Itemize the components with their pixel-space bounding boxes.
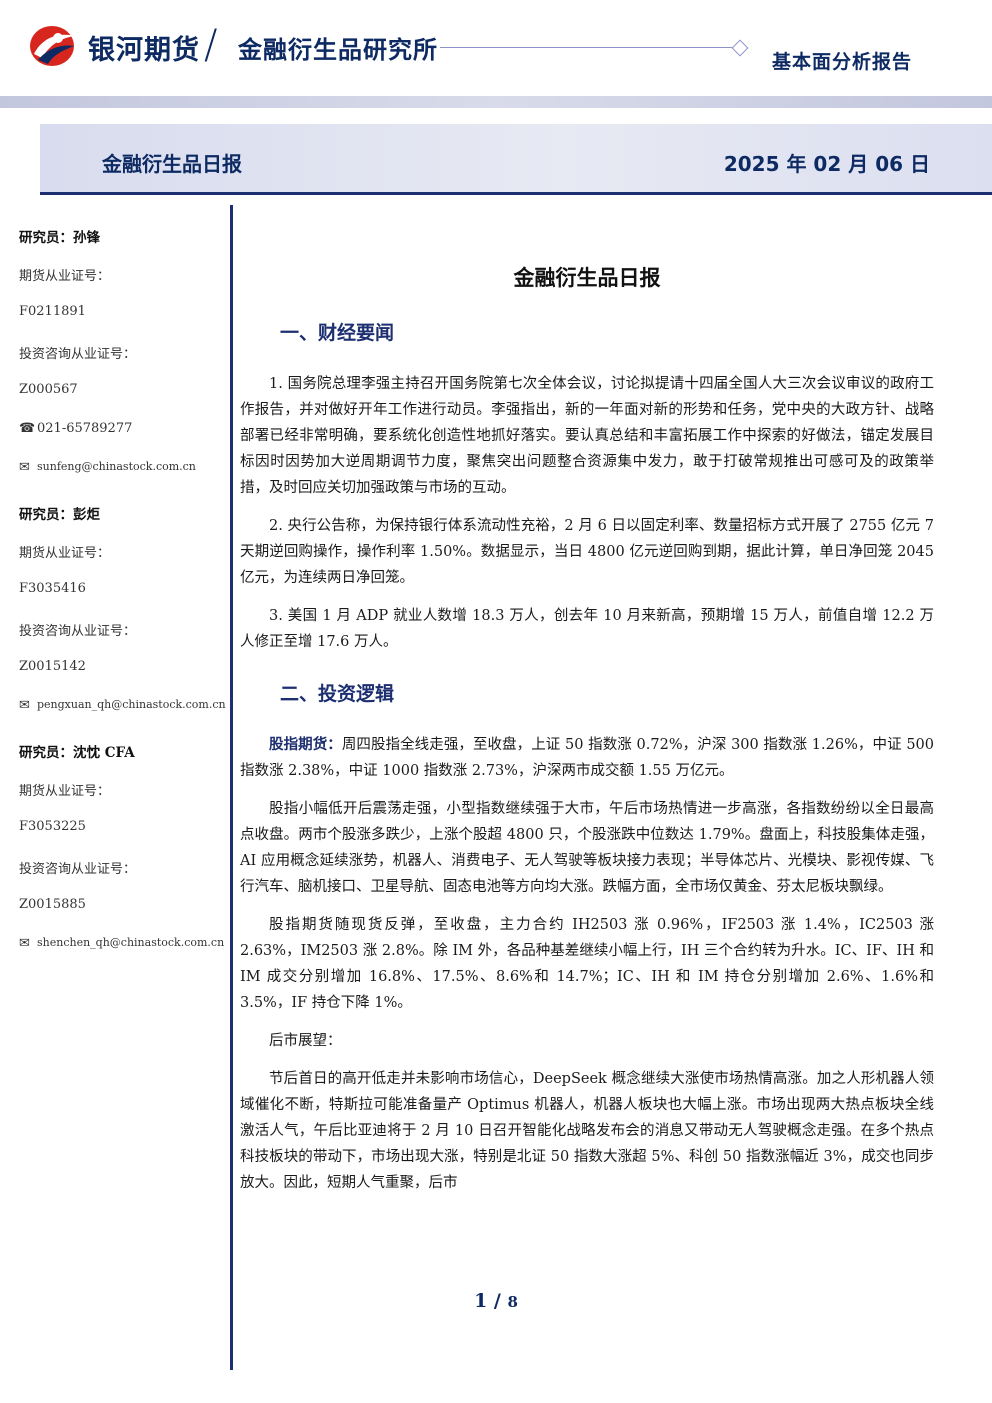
logic-paragraph: 股指小幅低开后震荡走强，小型指数继续强于大市，午后市场热情进一步高涨，各指数纷纷…	[240, 801, 934, 895]
analyst-name: 研究员：沈忱 CFA	[19, 745, 135, 761]
section-heading-logic: 二、投资逻辑	[280, 683, 395, 705]
banner-title: 金融衍生品日报	[102, 152, 242, 176]
email-icon: ✉	[19, 936, 30, 951]
report-type: 基本面分析报告	[772, 51, 913, 73]
analyst-email[interactable]: pengxuan_qh@chinastock.com.cn	[37, 698, 226, 711]
news-paragraph: 1. 国务院总理李强主持召开国务院第七次全体会议，讨论拟提请十四届全国人大三次会…	[240, 376, 934, 496]
consult-license-id: Z0015885	[19, 897, 86, 912]
analyst-sidebar: 研究员：孙锋 期货从业证号： F0211891 投资咨询从业证号： Z00056…	[19, 226, 227, 979]
analyst-name: 研究员：彭炬	[19, 507, 100, 523]
brand-name: 银河期货	[88, 35, 200, 66]
page-separator: /	[487, 1290, 508, 1312]
news-paragraph: 2. 央行公告称，为保持银行体系流动性充裕，2 月 6 日以固定利率、数量招标方…	[240, 518, 934, 586]
phone-icon: ☎	[19, 421, 36, 436]
page-number: 1 / 8	[0, 1290, 992, 1312]
current-page: 1	[474, 1290, 488, 1312]
report-date: 2025 年 02 月 06 日	[723, 152, 930, 176]
consult-license-id: Z0015142	[19, 659, 86, 674]
consult-license-label: 投资咨询从业证号：	[19, 624, 137, 639]
futures-license-id: F0211891	[19, 304, 86, 319]
analyst-phone: 021-65789277	[37, 421, 133, 436]
futures-license-label: 期货从业证号：	[19, 784, 111, 799]
futures-license-id: F3035416	[19, 581, 86, 596]
analyst-name: 研究员：孙锋	[19, 230, 100, 246]
analyst-email[interactable]: shenchen_qh@chinastock.com.cn	[37, 936, 225, 949]
outlook-heading: 后市展望：	[269, 1033, 342, 1049]
logic-label: 股指期货：	[269, 736, 342, 753]
analyst-card: 研究员：沈忱 CFA 期货从业证号： F3053225 投资咨询从业证号： Z0…	[19, 741, 227, 975]
page-header: 银河期货 / 金融衍生品研究所 基本面分析报告	[0, 0, 992, 100]
analyst-card: 研究员：孙锋 期货从业证号： F0211891 投资咨询从业证号： Z00056…	[19, 226, 227, 499]
consult-license-label: 投资咨询从业证号：	[19, 347, 137, 362]
analyst-card: 研究员：彭炬 期货从业证号： F3035416 投资咨询从业证号： Z00151…	[19, 503, 227, 737]
consult-license-id: Z000567	[19, 382, 78, 397]
email-icon: ✉	[19, 460, 30, 475]
report-banner: 金融衍生品日报 2025 年 02 月 06 日	[40, 124, 992, 195]
main-content: 金融衍生品日报 一、财经要闻 1. 国务院总理李强主持召开国务院第七次全体会议，…	[240, 262, 934, 1196]
futures-license-id: F3053225	[19, 819, 86, 834]
email-icon: ✉	[19, 698, 30, 713]
logic-paragraph: 股指期货：周四股指全线走强，至收盘，上证 50 指数涨 0.72%，沪深 300…	[240, 732, 934, 784]
futures-license-label: 期货从业证号：	[19, 546, 111, 561]
header-divider-line	[440, 47, 734, 48]
futures-license-label: 期货从业证号：	[19, 269, 111, 284]
news-paragraph: 3. 美国 1 月 ADP 就业人数增 18.3 万人，创去年 10 月来新高，…	[240, 608, 934, 650]
institute-name: 金融衍生品研究所	[238, 36, 438, 64]
logic-summary: 周四股指全线走强，至收盘，上证 50 指数涨 0.72%，沪深 300 指数涨 …	[240, 737, 934, 779]
total-pages: 8	[507, 1293, 518, 1311]
galaxy-logo-icon	[30, 26, 74, 66]
section-heading-news: 一、财经要闻	[280, 322, 395, 344]
document-title: 金融衍生品日报	[513, 266, 661, 290]
brand-separator: /	[204, 22, 218, 68]
sidebar-divider	[230, 205, 233, 1370]
header-band	[0, 96, 992, 108]
logic-paragraph: 股指期货随现货反弹，至收盘，主力合约 IH2503 涨 0.96%，IF2503…	[240, 917, 934, 1011]
outlook-paragraph: 节后首日的高开低走并未影响市场信心，DeepSeek 概念继续大涨使市场热情高涨…	[240, 1071, 934, 1191]
consult-license-label: 投资咨询从业证号：	[19, 862, 137, 877]
analyst-email[interactable]: sunfeng@chinastock.com.cn	[37, 460, 196, 473]
diamond-icon	[731, 39, 749, 57]
